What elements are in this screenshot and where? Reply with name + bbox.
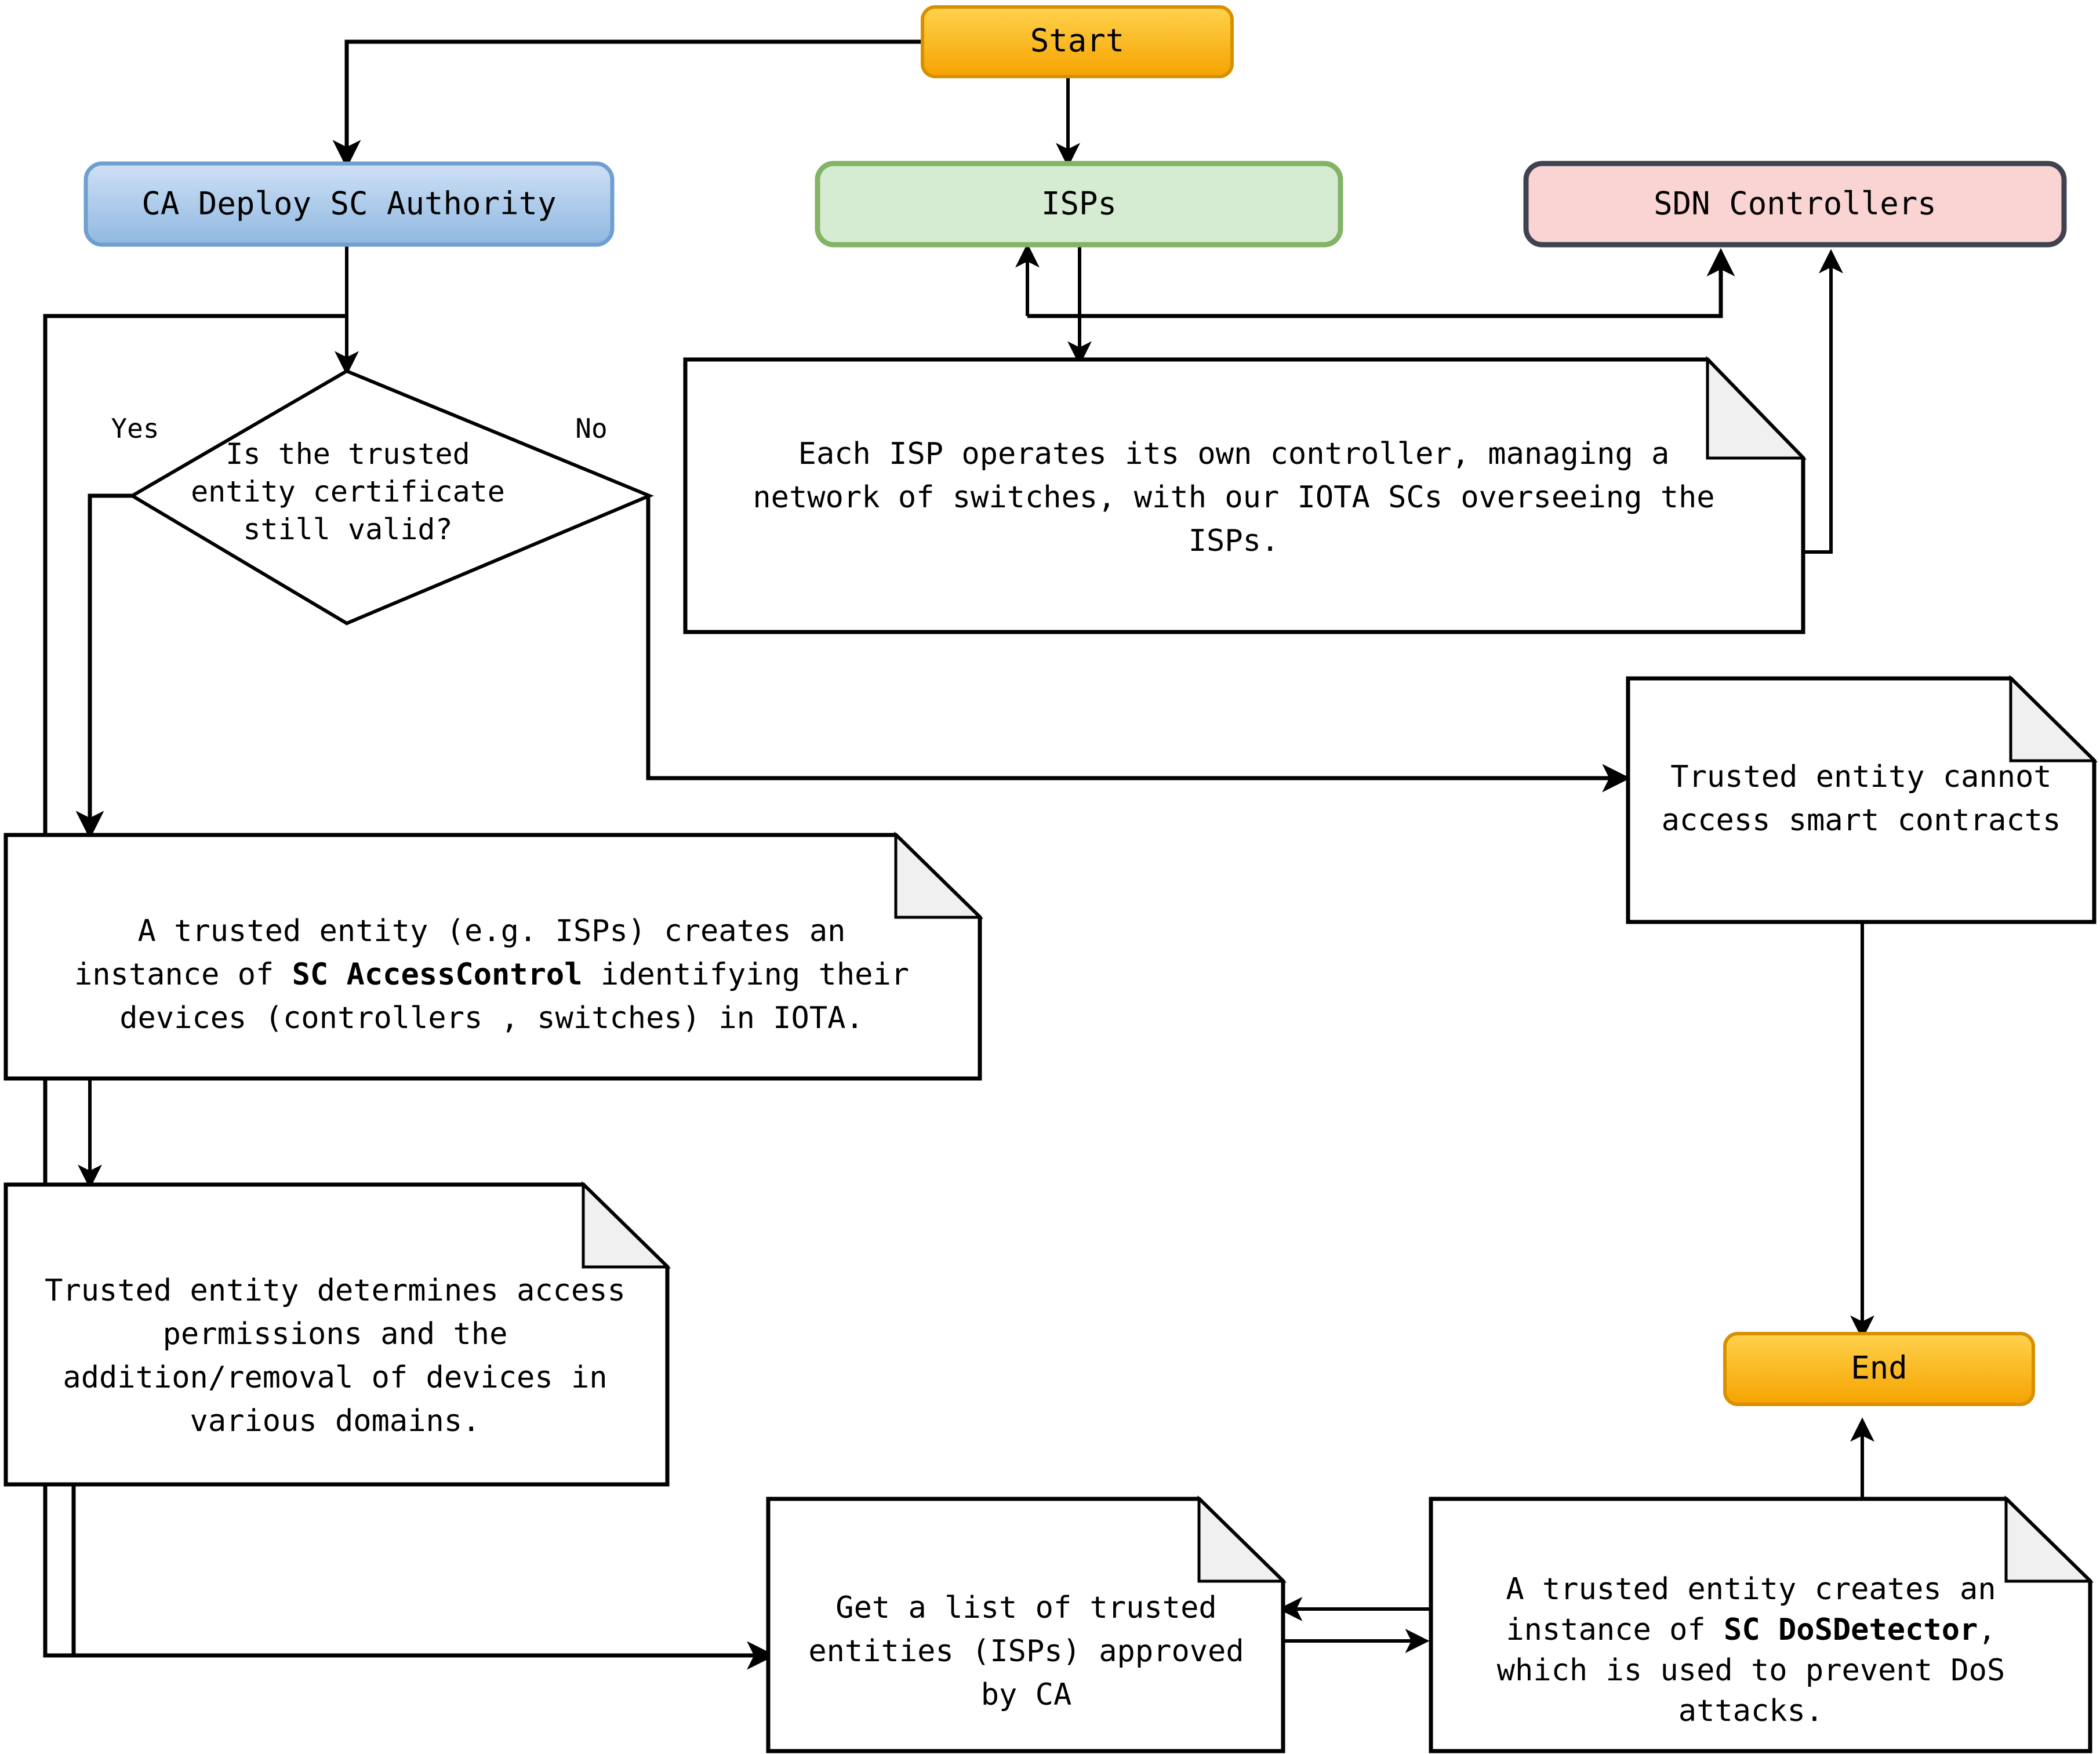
access-control-line-2: instance of SC AccessControl identifying… [74,957,909,992]
isp-note-line-3: ISPs. [1189,524,1280,558]
node-isps-label: ISPs [1041,186,1117,222]
permissions-line-4: various domains. [190,1404,481,1439]
note-permissions [3,1181,671,1487]
dos-line-3: which is used to prevent DoS [1497,1653,2005,1688]
node-end-label: End [1851,1350,1908,1386]
node-start[interactable]: Start [921,5,1234,78]
node-end[interactable]: End [1723,1332,2035,1406]
note-cannot-access [1626,675,2098,924]
edge-rail-to-sdn-left [1027,248,1735,318]
dos-line-2: instance of SC DoSDetector, [1506,1613,1996,1647]
get-list-line-3: by CA [981,1677,1072,1712]
node-sdn-controllers[interactable]: SDN Controllers [1523,161,2067,248]
note-get-list [766,1495,1287,1753]
permissions-line-1: Trusted entity determines access [45,1273,626,1308]
note-dos-detector [1429,1495,2094,1753]
note-access-control-text: A trusted entity (e.g. ISPs) creates an … [74,914,909,1036]
edge-layer [43,39,1874,1670]
edge-label-yes: Yes [111,413,159,444]
edge-isp-note-to-sdn-right [1803,249,1843,554]
note-layer [3,355,2098,1753]
note-get-list-text: Get a list of trusted entities (ISPs) ap… [808,1590,1244,1712]
decision-line-3: still valid? [243,513,452,546]
access-control-line-3: devices (controllers , switches) in IOTA… [119,1001,864,1036]
node-start-label: Start [1030,23,1125,59]
cannot-access-line-2: access smart contracts [1662,803,2061,838]
dos-line-4: attacks. [1678,1694,1823,1728]
permissions-line-3: addition/removal of devices in [63,1360,607,1395]
edge-label-no: No [575,413,607,444]
note-dos-detector-text: A trusted entity creates an instance of … [1497,1572,2005,1728]
isp-note-line-2: network of switches, with our IOTA SCs o… [753,480,1714,515]
get-list-line-2: entities (ISPs) approved [808,1634,1244,1669]
note-cannot-access-text: Trusted entity cannot access smart contr… [1662,760,2061,838]
decision-line-2: entity certificate [191,475,505,509]
edge-decision-no-to-cannot-access [646,496,1631,793]
edge-start-to-ca [332,39,922,169]
access-control-line-1: A trusted entity (e.g. ISPs) creates an [138,914,846,949]
note-isp-note [683,355,1807,634]
node-sdn-label: SDN Controllers [1654,186,1936,222]
node-isps[interactable]: ISPs [815,161,1343,248]
note-isp-note-text: Each ISP operates its own controller, ma… [753,437,1714,558]
note-access-control [3,831,984,1081]
note-permissions-text: Trusted entity determines access permiss… [45,1273,626,1439]
node-ca-label: CA Deploy SC Authority [141,186,556,222]
isp-note-line-1: Each ISP operates its own controller, ma… [798,437,1670,471]
cannot-access-line-1: Trusted entity cannot [1670,760,2051,794]
decision-node[interactable]: Is the trusted entity certificate still … [129,369,654,626]
node-ca-deploy-sc-authority[interactable]: CA Deploy SC Authority [83,161,615,247]
edge-decision-yes-to-access-control [75,493,132,840]
dos-line-1: A trusted entity creates an [1506,1572,1996,1607]
edge-permissions-to-get-list [71,1484,776,1670]
permissions-line-2: permissions and the [163,1317,508,1352]
decision-line-1: Is the trusted [226,437,470,471]
get-list-line-1: Get a list of trusted [835,1590,1216,1625]
